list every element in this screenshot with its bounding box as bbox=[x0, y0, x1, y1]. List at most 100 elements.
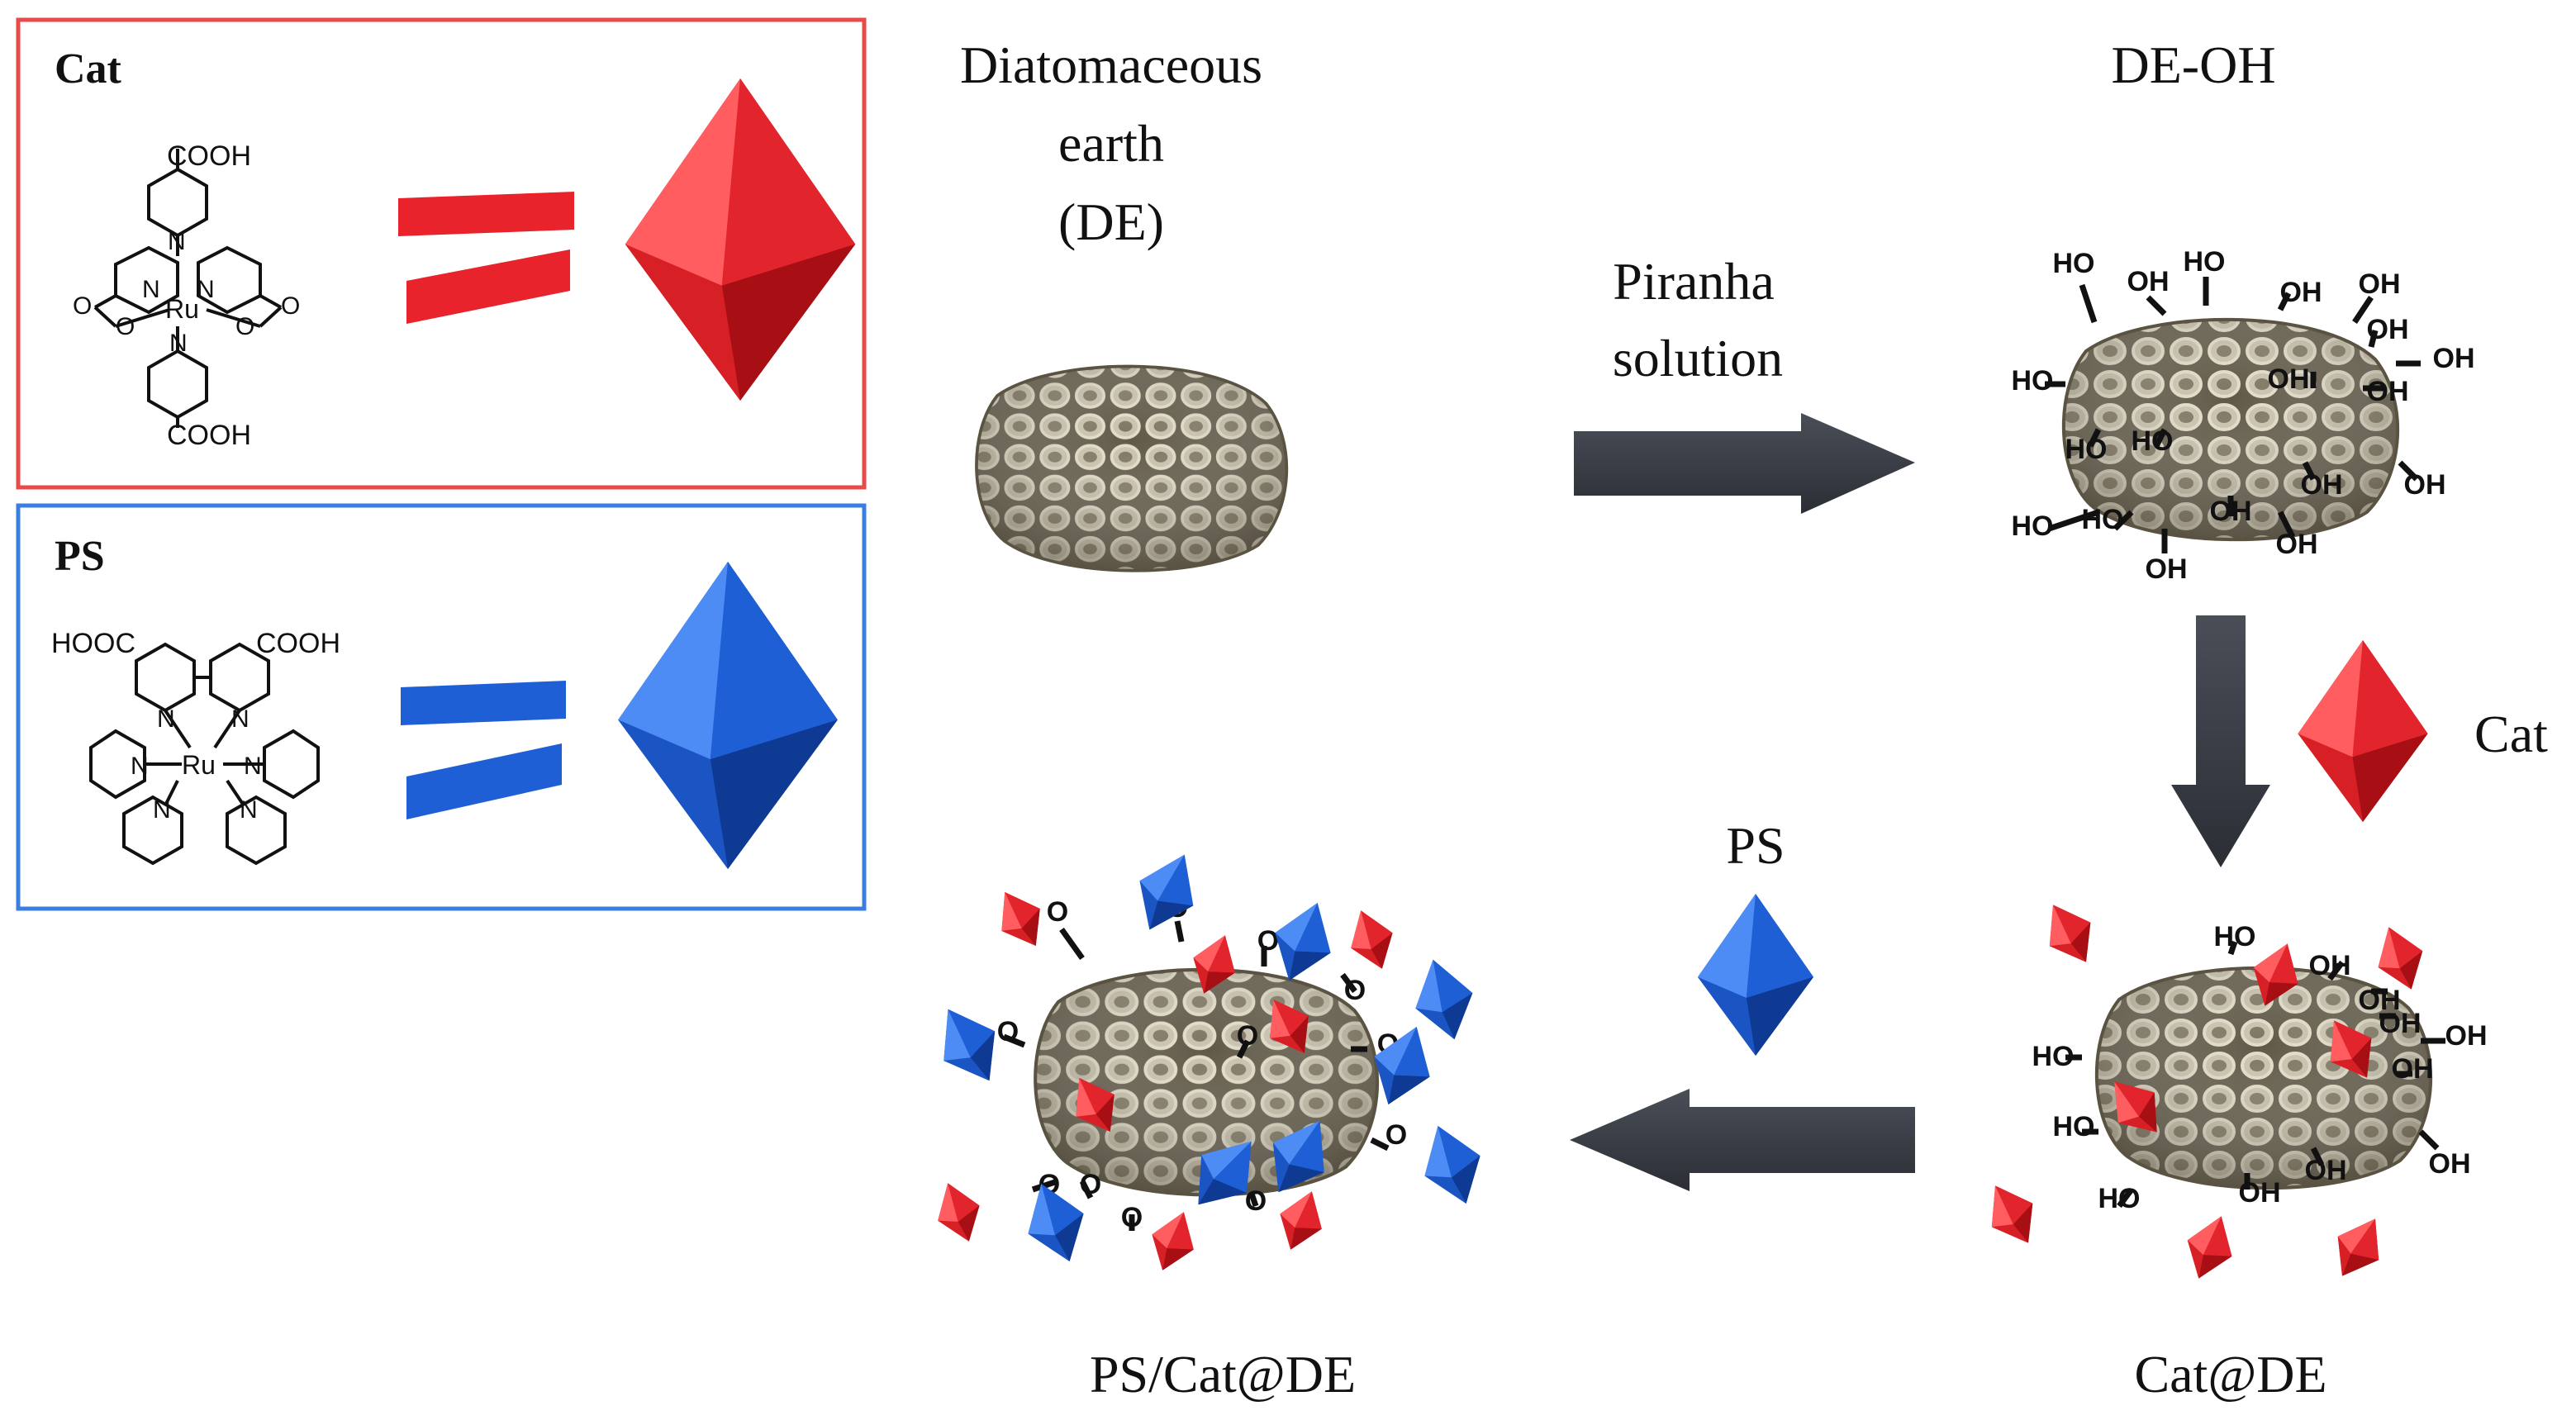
step-de-oh: DE-OH HO HO OH OH OH OH OH OH OH HO HO HO OH OH HO HO OH… bbox=[2012, 36, 2475, 585]
hydroxyl-label-18: OH bbox=[2276, 529, 2318, 560]
bond-line bbox=[2421, 1132, 2437, 1148]
catde-cat-octahedron-7 bbox=[2322, 1207, 2395, 1288]
step-add-cat: Cat bbox=[2171, 615, 2548, 867]
hydroxyl-label-6: OH bbox=[2433, 343, 2475, 374]
ps-legend-box: PS HOOC COOH N N Ru N N N N bbox=[18, 506, 864, 909]
catde-group-label-4: OH bbox=[2445, 1020, 2488, 1052]
cat-octahedron-icon bbox=[625, 78, 856, 401]
hydroxyl-label-9: HO bbox=[2012, 365, 2054, 397]
step-add-ps: PS bbox=[1570, 816, 1915, 1191]
cat-n-bottom: N bbox=[169, 330, 188, 357]
right-arrow-icon bbox=[1574, 413, 1915, 514]
hydroxyl-label-0: HO bbox=[2053, 248, 2095, 279]
catde-group-label-8: OH bbox=[2429, 1148, 2471, 1180]
hydroxyl-label-2: OH bbox=[2127, 266, 2170, 297]
catde-group-label-6: HO bbox=[2032, 1041, 2075, 1072]
bond-line bbox=[2148, 297, 2165, 314]
pscatde-octahedron-15 bbox=[1142, 1204, 1205, 1278]
cat-o-right: O bbox=[281, 292, 300, 320]
catde-group-label-5: OH bbox=[2392, 1053, 2434, 1085]
ps-left-hooc: HOOC bbox=[51, 628, 135, 659]
cat-o-left-2: O bbox=[116, 313, 135, 340]
catde-label: Cat@DE bbox=[2134, 1345, 2326, 1403]
catde-group-label-7: HO bbox=[2053, 1111, 2095, 1142]
ps-n-2: N bbox=[231, 705, 250, 733]
piranha-label-line1: Piranha bbox=[1613, 252, 1775, 311]
pscatde-octahedron-0 bbox=[986, 881, 1055, 957]
ps-n-3: N bbox=[131, 753, 149, 780]
hydroxyl-label-14: HO bbox=[2012, 511, 2054, 542]
pscatde-octahedron-3 bbox=[1340, 903, 1403, 976]
catde-group-label-11: HO bbox=[2098, 1183, 2141, 1214]
step-piranha-arrow: Piranha solution bbox=[1574, 252, 1915, 514]
ps-legend-title: PS bbox=[55, 533, 105, 580]
hydroxyl-label-8: OH bbox=[2268, 363, 2310, 395]
hydroxyl-label-1: HO bbox=[2184, 246, 2226, 278]
bond-line bbox=[2082, 285, 2094, 322]
catde-group-label-0: HO bbox=[2214, 921, 2256, 952]
left-arrow-icon bbox=[1570, 1089, 1915, 1191]
pscatde-octahedron-16 bbox=[1270, 1184, 1333, 1257]
ps-metal: Ru bbox=[182, 750, 216, 780]
pscatde-group-label-2: O bbox=[1257, 925, 1279, 957]
ps-n-4: N bbox=[244, 753, 262, 780]
cat-bottom-cooh: COOH bbox=[167, 420, 251, 451]
catde-cat-octahedron-6 bbox=[2176, 1209, 2243, 1287]
hydroxyl-label-5: OH bbox=[2367, 314, 2409, 345]
ps-n-1: N bbox=[157, 705, 175, 733]
pscatde-octahedron-11 bbox=[1410, 1116, 1494, 1213]
hydroxyl-label-15: HO bbox=[2082, 504, 2124, 535]
pscatde-group-label-9: O bbox=[1080, 1169, 1101, 1200]
hydroxyl-label-13: OH bbox=[2404, 469, 2446, 501]
ps-octahedron-icon bbox=[618, 562, 838, 869]
pscatde-octahedron-12 bbox=[927, 1175, 990, 1249]
cat-molecule bbox=[95, 149, 281, 428]
cat-top-cooh: COOH bbox=[167, 140, 251, 172]
pscatde-group-label-11: O bbox=[1245, 1185, 1267, 1217]
hydroxyl-label-11: HO bbox=[2132, 425, 2174, 457]
cat-o-right-2: O bbox=[235, 313, 254, 340]
piranha-label-line2: solution bbox=[1613, 329, 1783, 387]
bond-line bbox=[1062, 929, 1082, 958]
de-label-line2: earth bbox=[1058, 114, 1164, 173]
hydroxyl-label-17: OH bbox=[2210, 496, 2252, 527]
cat-reagent-icon bbox=[2298, 640, 2427, 822]
de-label-line3: (DE) bbox=[1058, 192, 1164, 251]
cat-n-left: N bbox=[142, 276, 160, 303]
hydroxyl-label-10: HO bbox=[2065, 434, 2108, 465]
cat-legend-box: Cat COOH COOH N Ru bbox=[18, 20, 864, 487]
pscatde-octahedron-1 bbox=[1123, 843, 1211, 943]
catde-group-label-9: OH bbox=[2305, 1155, 2347, 1186]
down-arrow-icon bbox=[2171, 615, 2270, 867]
pscatde-group-label-0: O bbox=[1047, 896, 1068, 928]
hydroxyl-label-3: OH bbox=[2280, 277, 2322, 308]
ps-reagent-icon bbox=[1698, 894, 1813, 1056]
cat-o-left: O bbox=[73, 292, 92, 320]
step-ps-cat-de: OOOOOOOOOOOO PS/Cat@DE bbox=[923, 843, 1495, 1403]
diatom-particle bbox=[977, 367, 1286, 571]
hydroxyl-label-16: OH bbox=[2146, 553, 2188, 585]
deoh-label: DE-OH bbox=[2111, 36, 2275, 94]
hydroxyl-label-12: OH bbox=[2301, 469, 2343, 501]
step-diatomaceous-earth: Diatomaceous earth (DE) bbox=[960, 36, 1286, 571]
ps-reagent-label: PS bbox=[1726, 816, 1785, 875]
cat-n-right: N bbox=[197, 276, 215, 303]
catde-cat-octahedron-5 bbox=[1975, 1174, 2048, 1255]
cat-molecule-labels: COOH COOH N Ru N N N O O O O bbox=[73, 140, 300, 451]
cat-reagent-label: Cat bbox=[2474, 705, 2548, 763]
pscatde-label: PS/Cat@DE bbox=[1090, 1345, 1356, 1403]
pscatde-group-label-4: O bbox=[1237, 1020, 1258, 1052]
ps-right-cooh: COOH bbox=[256, 628, 340, 659]
hydroxyl-label-7: OH bbox=[2367, 376, 2409, 407]
catde-group-label-10: OH bbox=[2239, 1177, 2281, 1209]
pscatde-group-label-7: O bbox=[1385, 1119, 1407, 1151]
hydroxyl-label-4: OH bbox=[2359, 268, 2401, 300]
catde-group-label-3: OH bbox=[2379, 1008, 2422, 1039]
pscatde-group-label-3: O bbox=[1344, 975, 1366, 1006]
pscatde-group-label-10: O bbox=[1121, 1202, 1143, 1233]
cat-n-top: N bbox=[168, 228, 186, 255]
ps-n-5: N bbox=[153, 796, 171, 824]
de-label-line1: Diatomaceous bbox=[960, 36, 1262, 94]
